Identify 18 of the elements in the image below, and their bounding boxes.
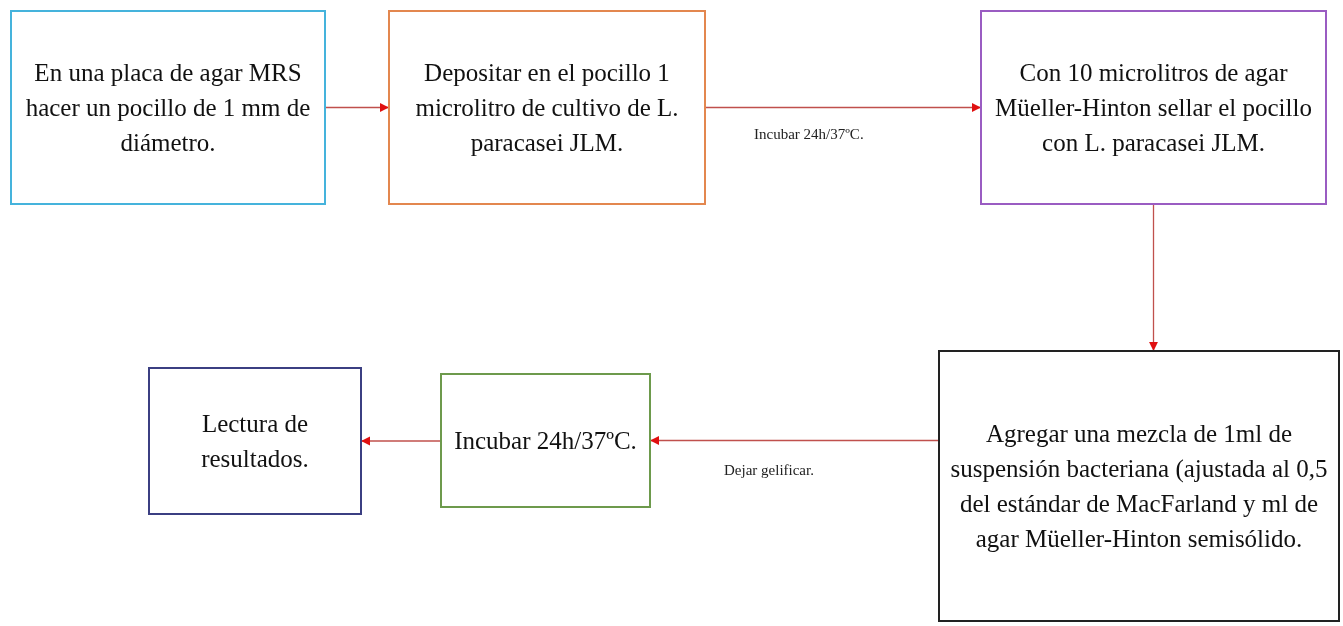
process-box [440,373,651,508]
process-box [10,10,326,205]
step-text: Lectura de resultados. [200,409,310,474]
step-text: Con 10 microlitros de agar Müeller-Hinton sellar el pocillo con L. paracasei JLM. [994,58,1313,158]
step-text: En una placa de agar MRS hacer un pocillo de 1 mm de diámetro. [24,58,312,158]
arrow [705,102,981,113]
process-box [980,10,1327,205]
arrow [325,102,389,113]
arrow [650,435,939,446]
step-text: Incubar 24h/37ºC. [454,426,637,456]
process-box [938,350,1340,622]
arrow [1148,204,1159,351]
step-text: Depositar en el pocillo 1 microlitro de cultivo de L. paracasei JLM. [414,58,680,158]
step-text: Agregar una mezcla de 1ml de suspensión bacteriana (ajustada al 0,5 del estándar de MacFarland y ml de agar Müeller-Hinton semisólido. [950,419,1328,554]
edge-label: Dejar gelificar. [722,462,816,479]
process-box [148,367,362,515]
arrow [361,436,441,446]
process-box [388,10,706,205]
